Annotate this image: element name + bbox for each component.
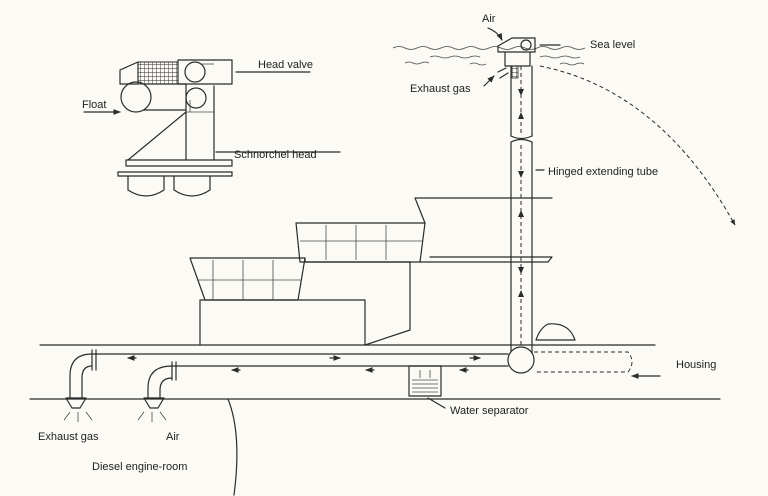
housing-outline [534, 351, 633, 373]
label-air-top: Air [482, 13, 496, 25]
label-float: Float [82, 99, 106, 111]
label-water-separator: Water separator [450, 405, 529, 417]
label-sea-level: Sea level [590, 39, 635, 51]
conning-tower [189, 197, 576, 346]
label-exhaust-gas-top: Exhaust gas [410, 83, 471, 95]
water-separator-tank [408, 365, 442, 397]
label-air-bottom: Air [166, 431, 180, 443]
label-engine-room: Diesel engine-room [92, 461, 187, 473]
label-head-valve: Head valve [258, 59, 313, 71]
snorkel-top [497, 37, 536, 79]
hinge-swing-arc [539, 65, 736, 226]
extending-tube [507, 65, 535, 374]
label-schnorchel-head: Schnorchel head [234, 149, 317, 161]
leader-lines [83, 27, 661, 409]
label-exhaust-gas-bottom: Exhaust gas [38, 431, 99, 443]
piping [63, 349, 509, 422]
labels: Air Sea level Exhaust gas Head valve Flo… [38, 13, 716, 473]
label-hinged-tube: Hinged extending tube [548, 166, 658, 178]
label-housing: Housing [676, 359, 716, 371]
sea-surface [392, 46, 586, 66]
schnorchel-head-detail [117, 59, 233, 197]
